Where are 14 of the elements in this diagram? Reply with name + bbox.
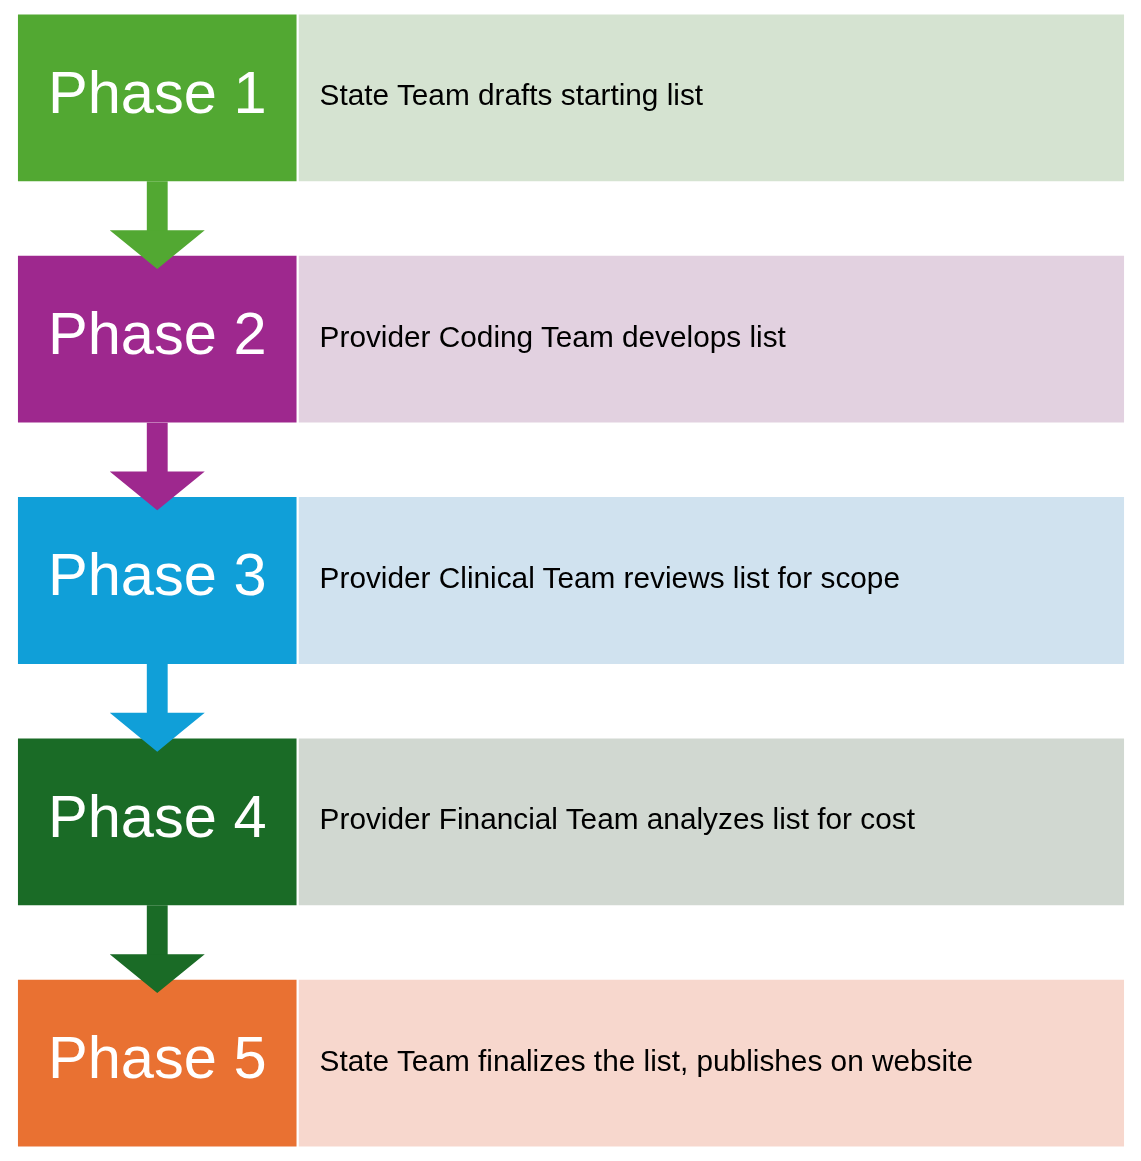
arrow: [109, 422, 205, 511]
node-box: Provider Financial Team analyzes list for cost: [298, 738, 1124, 906]
arrow: [109, 181, 205, 269]
node-box: State Team finalizes the list, publishes on website: [298, 979, 1124, 1147]
node-box: Phase 2: [17, 255, 297, 423]
node-box: Provider Coding Team develops list: [298, 255, 1124, 423]
node-box: Phase 3: [17, 497, 297, 664]
node-box: State Team drafts starting list: [298, 14, 1124, 182]
node-box: Phase 4: [17, 738, 297, 906]
node-box: Phase 5: [17, 979, 297, 1147]
node-box: Provider Clinical Team reviews list for scope: [298, 497, 1124, 664]
node-box: Phase 1: [17, 14, 297, 182]
arrow: [109, 664, 205, 752]
arrow: [109, 905, 205, 993]
